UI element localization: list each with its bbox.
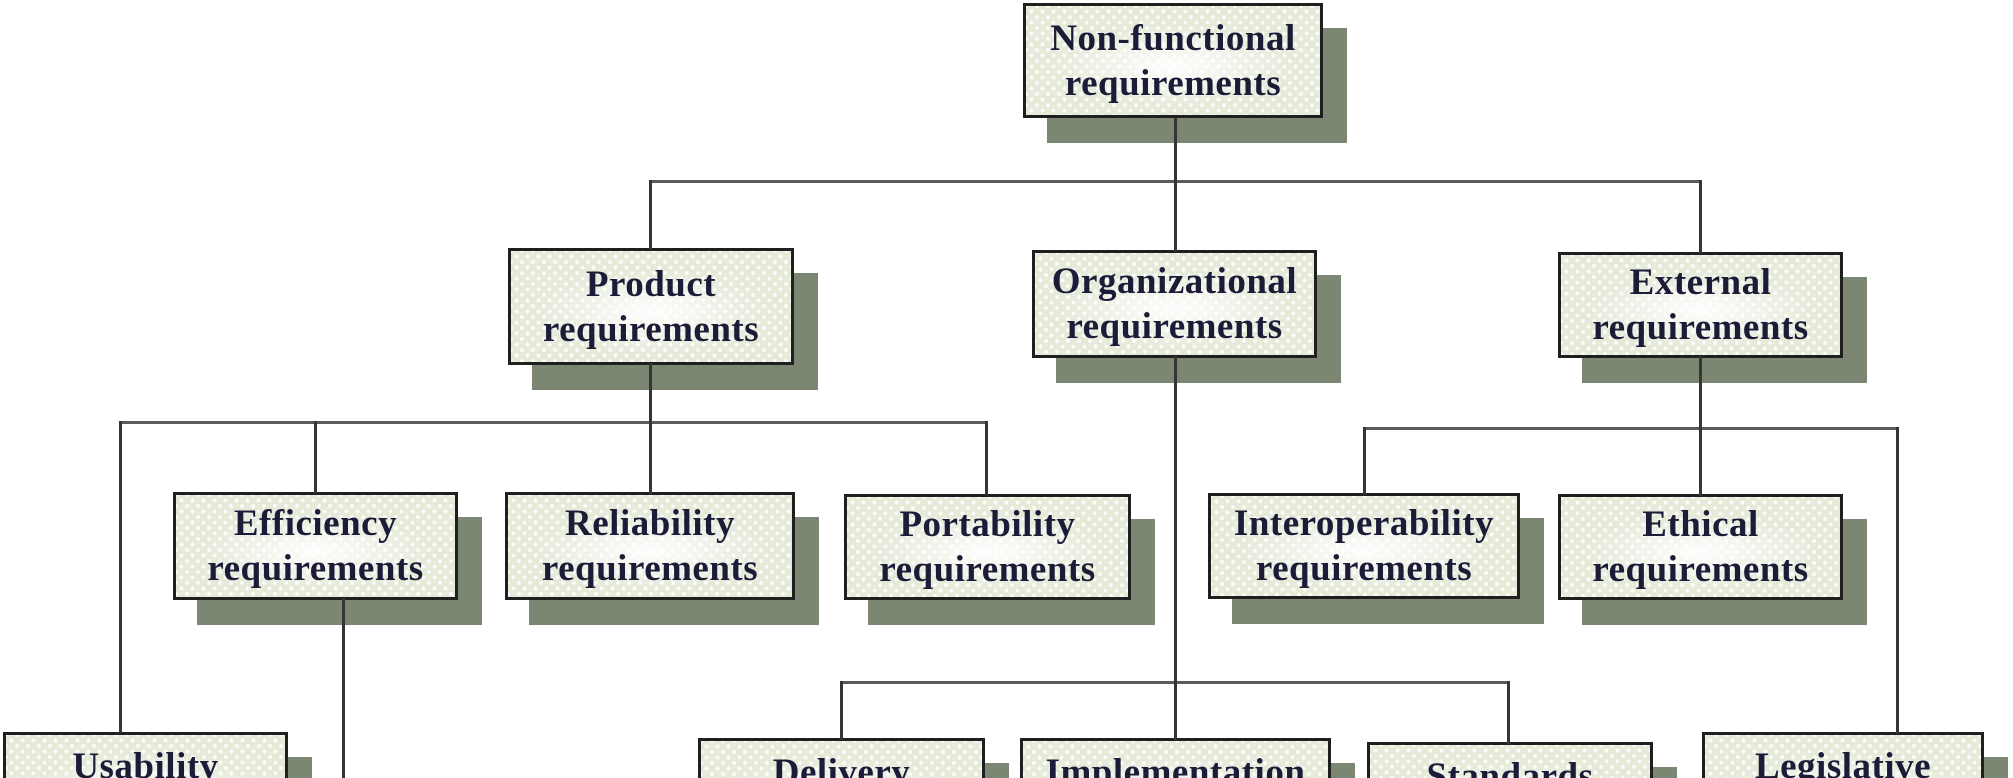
connector-drop-organizational [1174,180,1177,252]
node-label-line: requirements [1592,549,1809,590]
node-label-line: Organizational [1051,261,1298,302]
node-standards-requirements: Standards [1367,742,1653,778]
node-label-line: requirements [1255,548,1473,589]
node-label-line: Implementation [1045,752,1306,778]
node-label-line: requirements [1066,306,1283,347]
connector-drop-interoperability [1363,427,1366,495]
node-label-line: Portability [899,504,1076,545]
node-label-line: requirements [207,548,424,589]
node-portability-requirements: Portability requirements [844,494,1131,600]
connector-organizational-stem [1174,356,1177,740]
node-label-line: Legislative [1754,746,1932,778]
connector-product-rail [119,421,988,424]
node-ethical-requirements: Ethical requirements [1558,494,1843,600]
node-product-requirements: Product requirements [508,248,794,365]
node-external-requirements: External requirements [1558,252,1843,358]
node-label-line: Usability [72,746,219,778]
node-implementation-requirements: Implementation [1020,738,1331,778]
connector-drop-product [649,180,652,250]
node-label-line: Delivery [772,752,911,778]
node-organizational-requirements: Organizational requirements [1032,250,1317,358]
connector-efficiency-down-stem [342,598,345,778]
node-label-line: requirements [879,549,1096,590]
node-delivery-requirements: Delivery [698,738,985,778]
connector-drop-legislative [1896,427,1899,734]
connector-drop-efficiency [314,421,317,494]
connector-drop-delivery [840,681,843,740]
node-label-line: External [1629,262,1772,303]
node-reliability-requirements: Reliability requirements [505,492,795,600]
node-non-functional-requirements: Non-functional requirements [1023,3,1323,118]
connector-drop-external [1699,180,1702,254]
node-label-line: requirements [1064,62,1282,104]
node-label-line: Reliability [565,503,735,544]
node-efficiency-requirements: Efficiency requirements [173,492,458,600]
connector-external-stem [1699,356,1702,496]
node-label-line: Ethical [1642,504,1759,545]
node-label-line: requirements [1592,307,1809,348]
node-label-line: requirements [541,548,759,589]
node-label-line: Product [585,263,717,305]
node-label-line: Interoperability [1233,503,1495,544]
connector-external-rail [1364,427,1899,430]
node-label-line: requirements [542,308,760,350]
node-interoperability-requirements: Interoperability requirements [1208,493,1520,599]
node-legislative-requirements: Legislative [1702,732,1984,778]
connector-drop-portability [985,421,988,495]
node-label-line: Non-functional [1050,17,1296,59]
connector-drop-usability [119,421,122,733]
connector-product-stem [649,363,652,494]
node-label-line: Standards [1426,756,1594,778]
connector-drop-standards [1507,681,1510,744]
connector-root-stem [1174,118,1177,182]
node-label-line: Efficiency [233,503,398,544]
node-usability-requirements: Usability [3,732,288,778]
